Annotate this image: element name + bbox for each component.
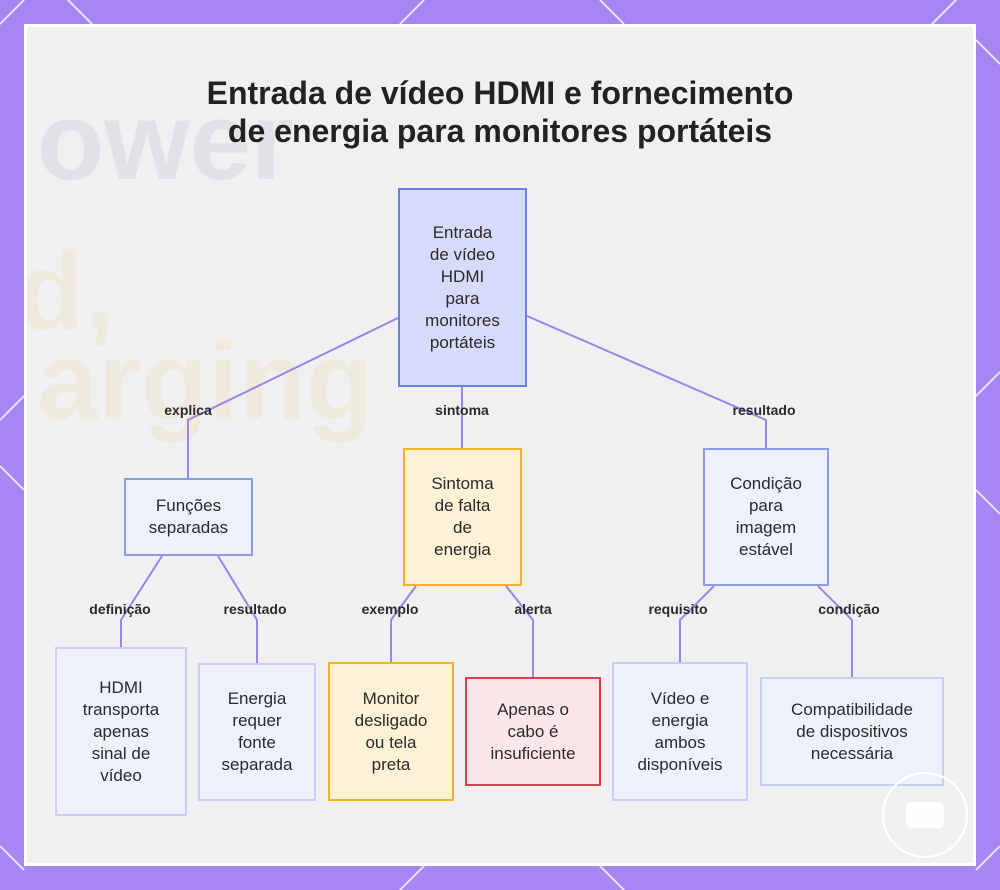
title-line-1: Entrada de vídeo HDMI e fornecimento [206,75,794,111]
node-energia-fonte-separada: Energia requer fonte separada [198,663,316,801]
node-text: Energia [227,689,287,708]
node-text: separadas [148,518,229,537]
node-text: ou tela [365,732,417,752]
link-label-resultado: resultado [732,402,796,418]
link-resultado-funcoes [217,555,258,664]
link-label-definicao: definição [89,601,151,617]
node-text: para [445,288,480,308]
node-text: de [453,518,472,537]
background-photo-text: arging [37,320,374,443]
node-root: Entrada de vídeo HDMI para monitores por… [398,188,527,387]
link-label-resultado: resultado [223,601,287,617]
node-text: imagem [735,518,797,537]
node-funcoes-separadas: Funções separadas [124,478,253,556]
chat-bubble-icon [882,772,968,858]
node-text: de vídeo [429,244,496,264]
link-label-explica: explica [164,402,212,418]
link-label-sintoma: sintoma [435,402,489,418]
node-text: insuficiente [490,743,576,763]
node-text: Sintoma [431,474,494,493]
node-compatibilidade-dispositivos: Compatibilidade de dispositivos necessár… [760,677,944,786]
node-text: requer [232,711,282,730]
link-label-requisito: requisito [648,601,708,617]
node-text: Compatibilidade [791,699,913,719]
link-requisito [679,585,715,662]
title-line-2: de energia para monitores portáteis [227,113,773,149]
link-condicao [817,585,853,678]
node-cabo-insuficiente: Apenas o cabo é insuficiente [465,677,601,786]
node-text: separada [221,755,293,774]
node-text: para [748,496,783,515]
node-text: preta [371,754,411,774]
node-text: Vídeo e [650,688,710,708]
node-text: ambos [654,732,706,752]
node-text: apenas [93,721,149,741]
node-text: de falta [434,496,491,515]
node-video-energia-disponiveis: Vídeo e energia ambos disponíveis [612,662,748,801]
node-sintoma-falta-energia: Sintoma de falta de energia [403,448,522,586]
node-text: transporta [82,699,160,719]
node-text: Monitor [362,688,420,708]
node-text: estável [739,540,793,559]
node-text: cabo é [507,721,559,741]
node-text: HDMI [99,677,143,697]
link-resultado-root [526,315,767,448]
node-text: Condição [730,474,802,493]
node-hdmi-sinal-video: HDMI transporta apenas sinal de vídeo [55,647,187,816]
node-text: Entrada [432,222,493,242]
node-text: Funções [155,496,222,515]
diagram-title: Entrada de vídeo HDMI e fornecimento de … [0,74,1000,150]
chat-bubble-shape [906,802,944,828]
link-exemplo [390,585,417,662]
node-text: sinal de [91,743,151,763]
node-text: Apenas o [497,699,569,719]
link-label-alerta: alerta [514,601,552,617]
node-text: disponíveis [637,754,723,774]
node-text: monitores [425,310,500,330]
node-text: vídeo [100,765,142,785]
node-text: desligado [354,710,428,730]
link-explica [187,317,399,480]
node-condicao-imagem-estavel: Condição para imagem estável [703,448,829,586]
node-text: portáteis [429,332,496,352]
node-text: necessária [810,743,894,763]
link-label-exemplo: exemplo [361,601,419,617]
link-alerta [505,585,534,678]
node-text: de dispositivos [796,721,908,741]
node-text: fonte [238,733,276,752]
link-definicao [120,555,163,648]
background-photo-text: d, [24,230,115,353]
node-text: energia [651,710,709,730]
node-monitor-desligado: Monitor desligado ou tela preta [328,662,454,801]
node-text: energia [434,540,491,559]
link-label-condicao: condição [818,601,880,617]
background-photo-text: ower [37,80,294,203]
node-text: HDMI [440,266,485,286]
